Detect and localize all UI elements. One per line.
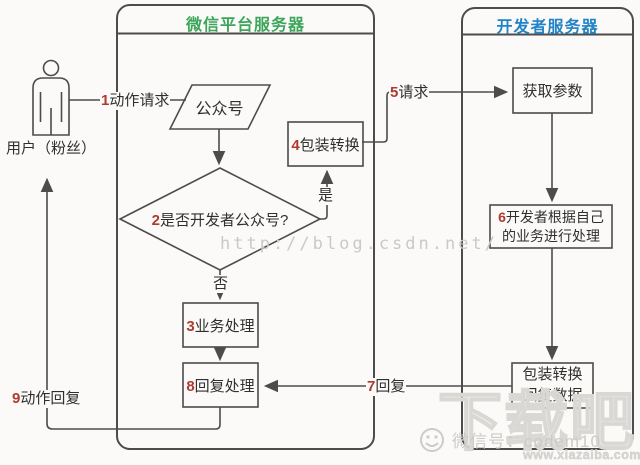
wechat-server-title: 微信平台服务器: [185, 17, 305, 34]
official-account-label: 公众号: [195, 101, 244, 118]
official-account-parallelogram: [168, 84, 272, 130]
developer-process-label: 6开发者根据自己 的业务进行处理: [498, 208, 604, 244]
edge-reply-process-to-user: [40, 177, 221, 430]
edge-package-to-get-params: [362, 85, 509, 143]
business-process-label: 3业务处理: [186, 317, 255, 335]
yes-branch-label: 是: [317, 187, 335, 205]
package-convert-label: 4包装转换: [291, 136, 360, 154]
edge-decision-yes-to-package: [320, 169, 334, 220]
decision-label: 2是否开发者公众号?: [151, 212, 289, 229]
step5-label: 5请求: [389, 84, 430, 102]
developer-server-title: 开发者服务器: [496, 19, 599, 36]
wechat-server-panel: [116, 4, 375, 450]
step9-label: 9动作回复: [11, 390, 82, 408]
developer-server-panel: [461, 7, 634, 450]
step7-label: 7回复: [366, 378, 407, 396]
get-params-label: 获取参数: [522, 83, 583, 100]
reply-process-label: 8回复处理: [186, 377, 255, 395]
user-label: 用户（粉丝）: [6, 140, 97, 157]
no-branch-label: 否: [212, 275, 230, 293]
package-convert-box: [287, 121, 364, 167]
reply-data-label: 包装转换 回复数据: [522, 366, 583, 404]
developer-process-box: [489, 204, 613, 249]
user-icon: [32, 59, 70, 136]
step1-label: 1动作请求: [100, 92, 171, 110]
